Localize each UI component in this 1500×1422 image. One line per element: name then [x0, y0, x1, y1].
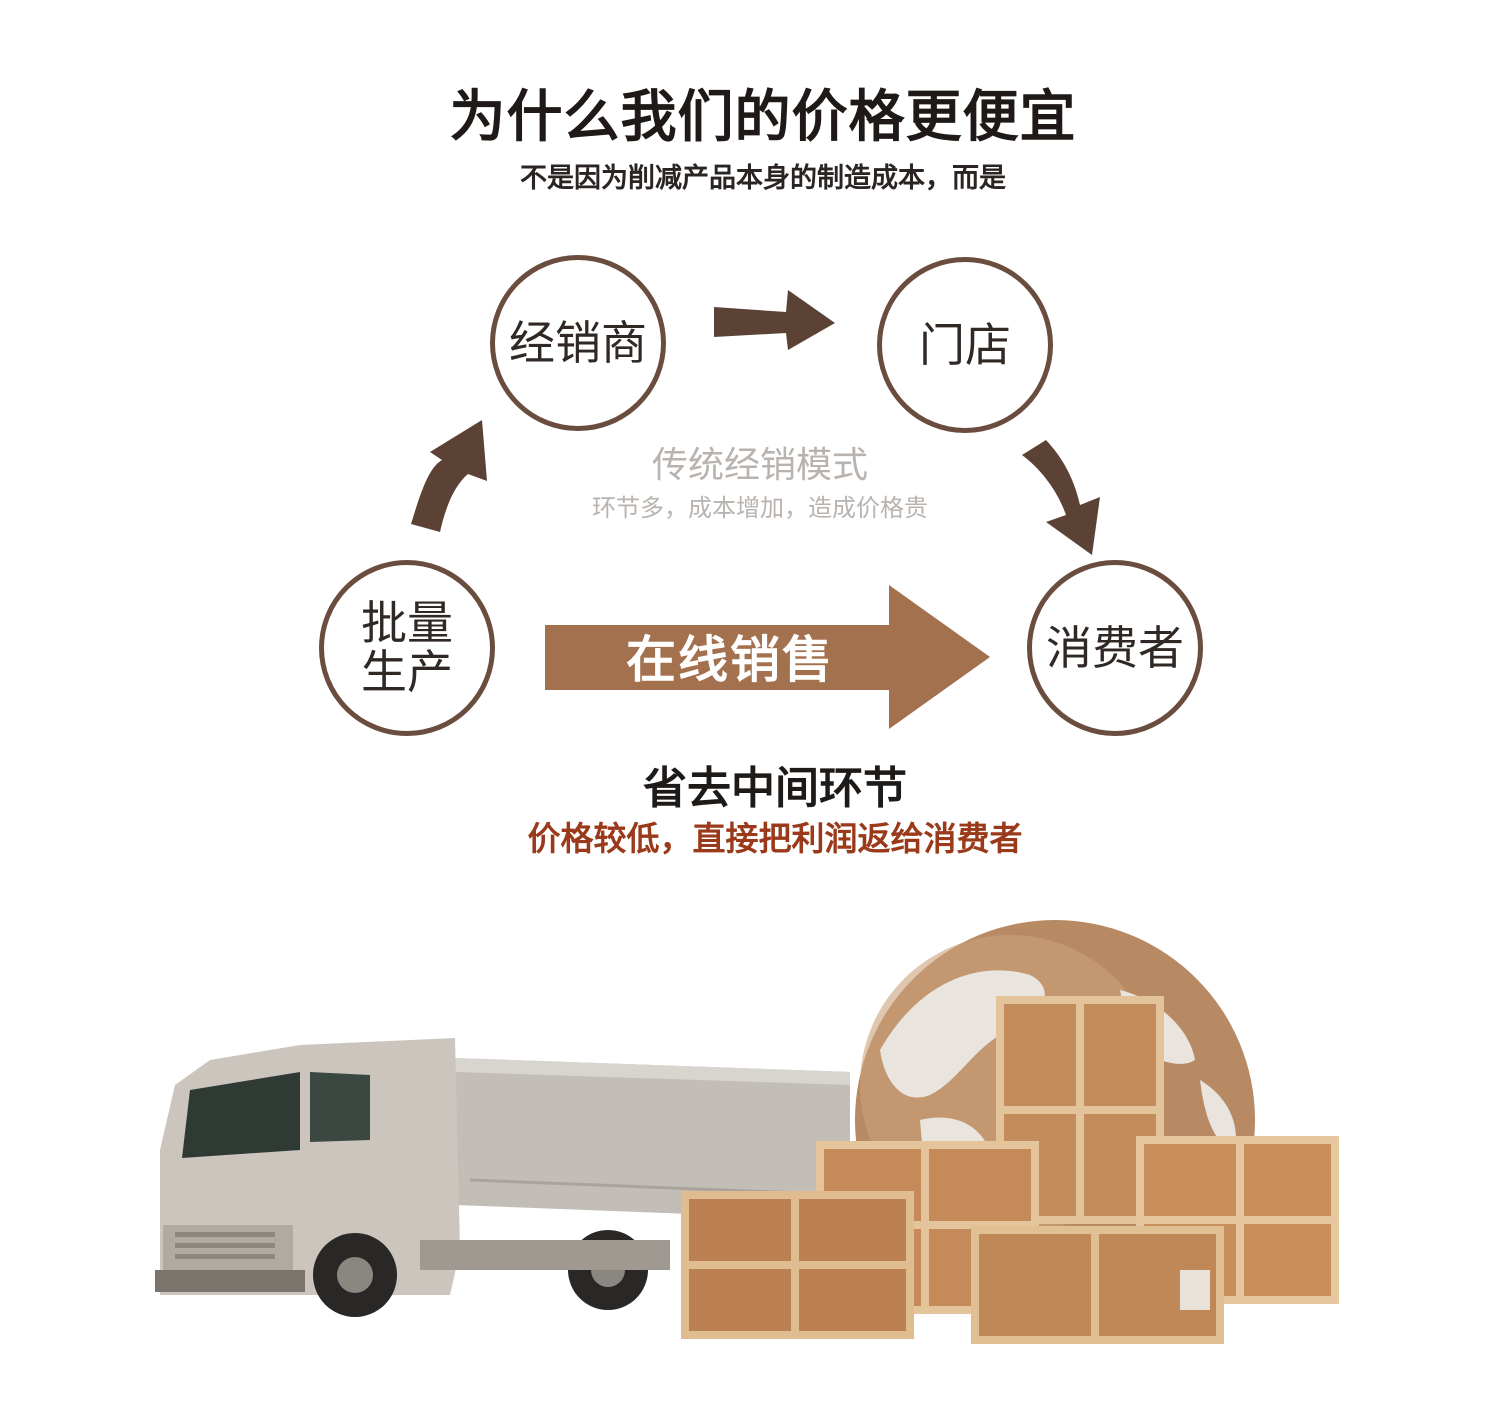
arrow-dealer-to-store: [714, 290, 835, 350]
save-middle-desc: 价格较低，直接把利润返给消费者: [527, 819, 1023, 858]
node-store: 门店: [877, 257, 1053, 433]
truck-illustration: [155, 1038, 851, 1317]
node-batch-label-line2: 生产: [361, 645, 453, 699]
save-middle-title: 省去中间环节: [643, 763, 907, 814]
arrow-batch-to-dealer: [411, 420, 487, 532]
node-consumer-label: 消费者: [1046, 620, 1184, 675]
node-batch-production: 批量 生产: [319, 560, 495, 736]
online-sales-label: 在线销售: [626, 631, 834, 689]
node-dealer: 经销商: [490, 255, 666, 431]
arrow-store-to-consumer: [1022, 440, 1100, 555]
traditional-model-desc: 环节多，成本增加，造成价格贵: [592, 494, 928, 522]
node-batch-label: 批量 生产: [361, 599, 453, 697]
page-subtitle: 不是因为削减产品本身的制造成本，而是: [520, 163, 1006, 194]
online-arrow: [545, 585, 990, 729]
node-batch-label-line1: 批量: [361, 596, 453, 651]
node-consumer: 消费者: [1027, 560, 1203, 736]
traditional-model-title: 传统经销模式: [651, 445, 868, 486]
page-title: 为什么我们的价格更便宜: [449, 84, 1077, 150]
node-dealer-label: 经销商: [509, 315, 647, 370]
node-store-label: 门店: [919, 317, 1011, 372]
crates-illustration: [681, 996, 1339, 1344]
